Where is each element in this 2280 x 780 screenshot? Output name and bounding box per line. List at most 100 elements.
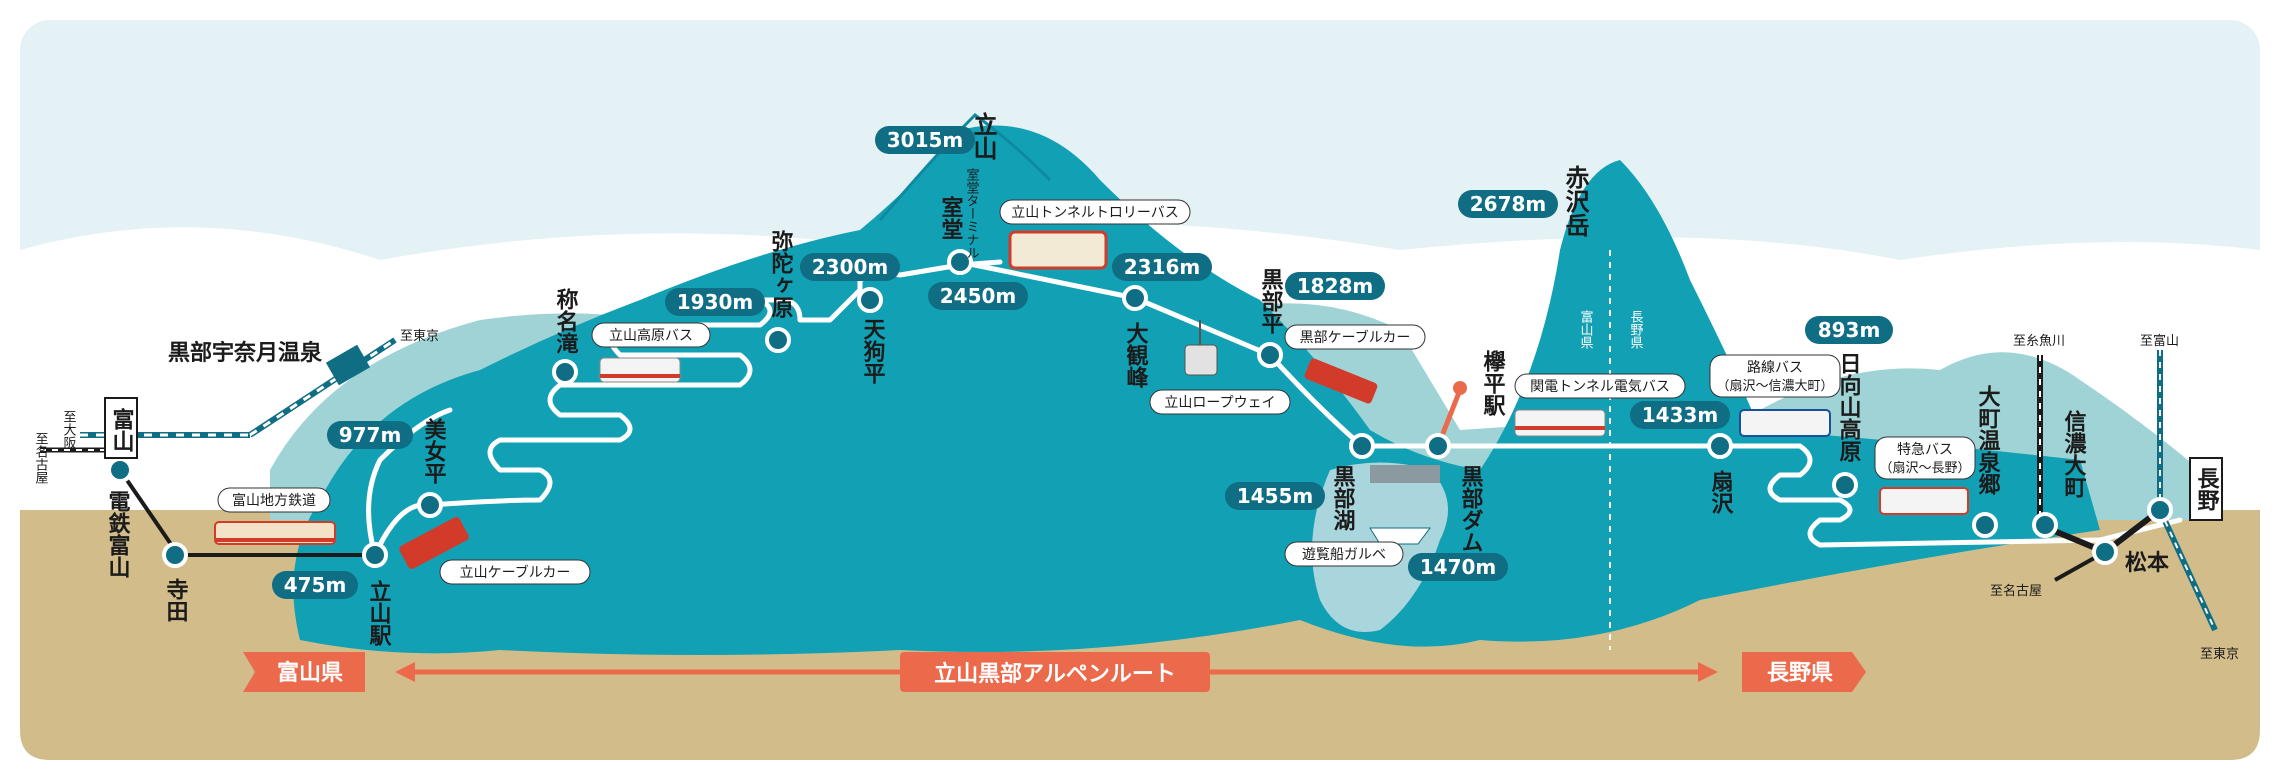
dir-to-toyama: 至富山 <box>2140 333 2179 349</box>
station-toyama-dot <box>107 457 133 483</box>
label-tokkyu-bus: 特急バス <box>1897 442 1953 458</box>
garbe-boat-icon <box>1369 527 1431 545</box>
dir-to-nagoya-left: 至名古屋 <box>33 432 49 485</box>
elev-akazawadake: 2678m <box>1470 192 1547 216</box>
rosen-bus-icon <box>1739 409 1831 437</box>
label-tokkyu-bus-sub: （扇沢～長野） <box>1879 460 1970 476</box>
elev-badge-hinatayama <box>1805 316 1893 344</box>
elev-tengudaira: 2300m <box>812 255 889 279</box>
label-kogen-bus: 立山高原バス <box>609 327 693 344</box>
ropeway-gondola-icon <box>1184 320 1218 376</box>
label-keyakidaira: 欅平駅 <box>1480 349 1506 417</box>
pill-toyama-chiho <box>217 487 331 513</box>
station-nagano-dot <box>2147 497 2173 523</box>
label-kurobeko: 黒部湖 <box>1330 465 1356 532</box>
label-terada: 寺田 <box>163 578 189 622</box>
label-dentetsu-toyama: 電鉄富山 <box>105 490 131 578</box>
label-unazuki: 黒部宇奈月温泉 <box>168 340 323 366</box>
station-midagahara-dot <box>765 327 791 353</box>
station-omachi-onsen-dot <box>1972 512 1998 538</box>
station-matsumoto-dot <box>2092 539 2118 565</box>
vehicles <box>214 230 1969 570</box>
kurobe-cable-car-icon <box>1304 358 1378 404</box>
station-hinatayama-dot <box>1832 472 1858 498</box>
station-tateyama-dot <box>362 542 388 568</box>
kanden-bus-icon <box>1514 409 1606 437</box>
elev-kurobedam: 1470m <box>1420 555 1497 579</box>
label-murodo: 室堂 <box>938 195 964 240</box>
keyakidaira-dot <box>1453 381 1467 395</box>
label-garbe: 遊覧船ガルベ <box>1302 546 1386 563</box>
label-ogizawa: 扇沢 <box>1708 469 1734 515</box>
elev-tateyama-peak: 3015m <box>887 128 964 152</box>
pref-right-tag <box>1742 652 1866 692</box>
label-pref-right: 長野県 <box>1767 661 1833 686</box>
label-toyama-chiho: 富山地方鉄道 <box>232 492 316 509</box>
label-kurobedaira: 黒部平 <box>1258 268 1284 334</box>
label-toyama: 富山 <box>109 407 134 452</box>
station-terada-dot <box>162 542 188 568</box>
pill-tateyama-cable <box>439 559 591 585</box>
label-rosen-bus-sub: （扇沢～信濃大町） <box>1716 378 1833 394</box>
station-murodo-dot <box>947 249 973 275</box>
pill-kurobe-cable <box>1284 324 1426 350</box>
station-tengudaira-dot <box>857 287 883 313</box>
label-midagahara: 弥陀ヶ原 <box>768 229 794 318</box>
label-murodo-terminal: 室堂ターミナル <box>964 167 980 259</box>
station-kurobedam-dot <box>1425 433 1451 459</box>
elev-tateyama-stn: 475m <box>284 573 347 597</box>
elev-badge-kurobedaira <box>1285 272 1385 300</box>
elev-badge-ogizawa <box>1630 401 1730 429</box>
boundary-toyama-label: 富山県 <box>1578 309 1594 349</box>
pill-trolley-bus <box>999 199 1191 225</box>
elev-murodo: 2450m <box>940 284 1017 308</box>
station-ogizawa-dot <box>1707 433 1733 459</box>
pill-kanden-bus <box>1514 373 1686 399</box>
station-kurobeko-dot <box>1349 433 1375 459</box>
toyama-chiho-train-icon <box>214 521 336 545</box>
elev-bijodaira: 977m <box>339 423 402 447</box>
pill-rosen-bus <box>1709 354 1841 398</box>
label-bijodaira: 美女平 <box>421 417 447 484</box>
label-kurobe-cable: 黒部ケーブルカー <box>1300 329 1411 346</box>
elev-badge-kurobedam <box>1408 553 1508 581</box>
label-peak-akazawadake: 赤沢岳 <box>1561 164 1589 237</box>
elev-badge-murodo <box>928 282 1028 310</box>
station-bijodaira-dot <box>417 492 443 518</box>
station-daikanbo-dot <box>1122 285 1148 311</box>
station-shomyo-dot <box>552 359 578 385</box>
dir-to-tokyo-top: 至東京 <box>400 328 439 344</box>
elev-badge-midagahara <box>665 288 765 316</box>
elev-hinatayama: 893m <box>1818 318 1881 342</box>
label-peak-tateyama: 立山 <box>969 111 997 160</box>
pill-garbe <box>1284 541 1404 567</box>
elev-kurobedaira: 1828m <box>1297 274 1374 298</box>
label-shomyodaki: 称名滝 <box>553 287 579 354</box>
banner-arrow-right <box>1698 662 1718 682</box>
station-markers <box>107 249 2173 568</box>
elev-badge-kurobeko <box>1225 482 1325 510</box>
elev-badge-tengudaira <box>800 253 900 281</box>
banner-arrow-left <box>395 662 415 682</box>
pill-ropeway <box>1149 389 1291 415</box>
label-pref-left: 富山県 <box>277 660 343 686</box>
label-trolley-bus: 立山トンネルトロリーバス <box>1011 205 1179 221</box>
elev-kurobeko: 1455m <box>1237 484 1314 508</box>
kurobe-dam-wall <box>1370 465 1440 483</box>
elev-badge-akazawadake <box>1458 190 1558 218</box>
title-box <box>900 652 1210 692</box>
elev-midagahara: 1930m <box>677 290 754 314</box>
label-matsumoto: 松本 <box>2125 551 2169 576</box>
dir-to-tokyo-bottom: 至東京 <box>2200 646 2239 662</box>
tateyama-ridge <box>878 113 1052 221</box>
label-tateyama-cable: 立山ケーブルカー <box>460 564 571 581</box>
label-ropeway: 立山ロープウェイ <box>1164 395 1275 411</box>
trolley-bus-icon <box>1008 230 1108 270</box>
label-omachi-onsenkyo: 大町温泉郷 <box>1975 385 2001 495</box>
pill-kogen-bus <box>591 322 711 348</box>
elev-daikanbo: 2316m <box>1124 255 1201 279</box>
station-kurobedaira-dot <box>1257 342 1283 368</box>
label-rosen-bus: 路線バス <box>1747 360 1803 376</box>
label-tengudaira: 天狗平 <box>860 318 886 384</box>
